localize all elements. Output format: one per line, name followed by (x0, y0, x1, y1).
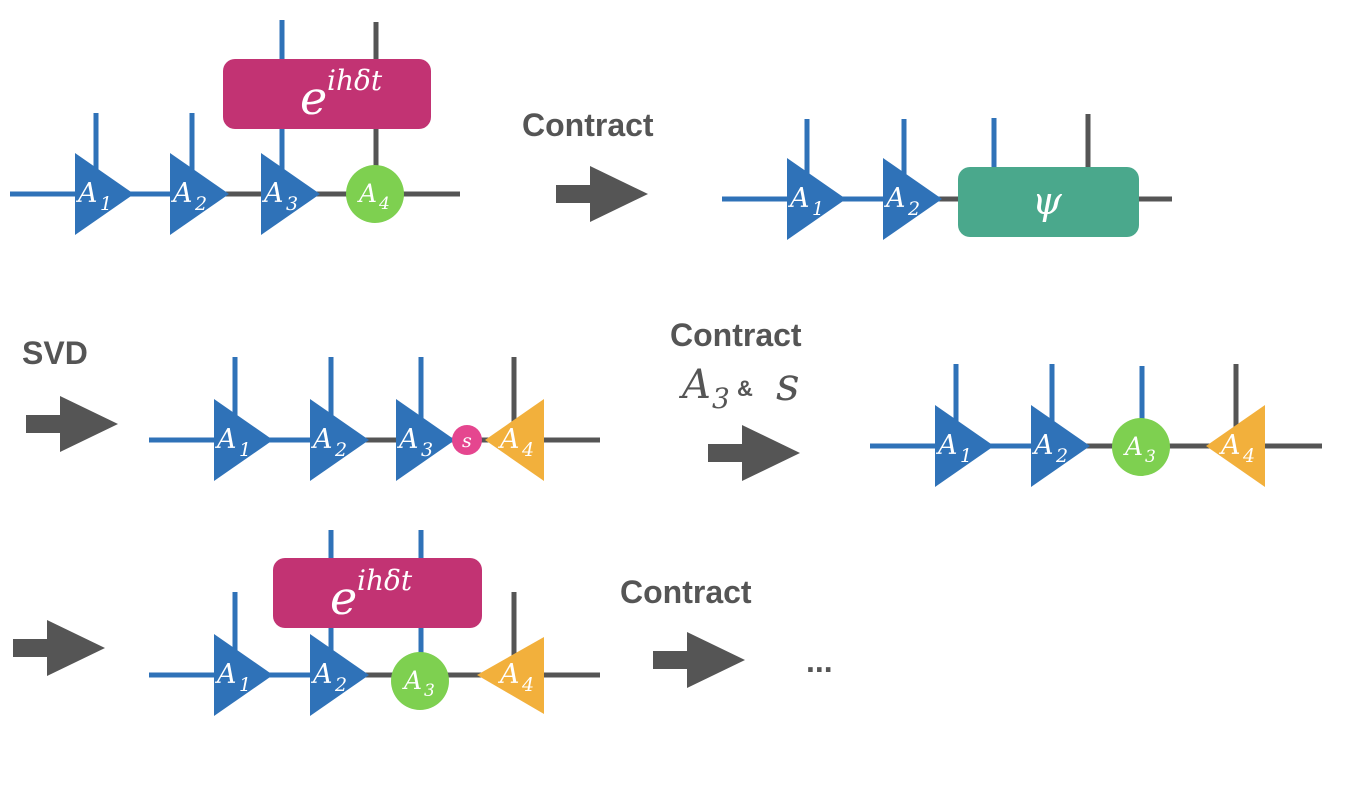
row3-operator-exp: ihδt (357, 564, 413, 597)
row2-singular-values-s (452, 425, 482, 455)
row2r-tensor-A1-sub: 1 (960, 445, 972, 467)
row1-tensor-A1-sub: 1 (100, 193, 112, 215)
row1-tensor-A3-triangle (261, 153, 320, 235)
row3-contract-label: Contract (620, 574, 752, 610)
row2-tensor-A2-triangle (310, 399, 369, 481)
row2r-tensor-A1-triangle (935, 405, 994, 487)
row3-tensor-A4-label: A (497, 659, 520, 690)
row1r-tensor-A2-triangle (883, 158, 942, 240)
row3-mps-with-operator: e ihδt A 1 A 2 A 3 A 4 (149, 530, 600, 716)
row2r-tensor-A4-sub: 4 (1242, 445, 1255, 467)
row2-mps-after-contract: A 1 A 2 A 3 A 4 (870, 364, 1322, 487)
row1r-psi-box (958, 167, 1139, 237)
row3-operator-base: e (330, 571, 357, 625)
row2-mps-after-svd: A 1 A 2 A 3 s A 4 (149, 357, 600, 481)
row2r-tensor-A3-sub: 3 (1145, 447, 1156, 467)
row1r-tensor-A1-sub: 1 (812, 198, 824, 220)
row3-tensor-A1-sub: 1 (239, 674, 251, 696)
row1r-tensor-A1-triangle (787, 158, 846, 240)
row1r-psi-label: ψ (1032, 179, 1063, 223)
row2-contract-label: Contract (670, 317, 802, 353)
row1-mps-with-psi: A 1 A 2 ψ (722, 114, 1172, 240)
row2-contract-amp: & (737, 376, 753, 401)
row3-arrow-icon-left (13, 620, 105, 676)
row2r-tensor-A3-circle (1112, 418, 1170, 476)
row3-tensor-A4-sub: 4 (521, 674, 534, 696)
row3-ellipsis: ... (806, 643, 833, 679)
row2r-tensor-A4-triangle (1206, 405, 1265, 487)
row2-tensor-A4-triangle (485, 399, 544, 481)
row1-operator-base: e (300, 71, 327, 125)
row2-contract-A-sub: 3 (712, 382, 730, 415)
row2-tensor-A4-label: A (497, 424, 520, 455)
row3-tensor-A4-triangle (477, 637, 544, 714)
row2-s-label: s (462, 430, 472, 452)
row1r-tensor-A1-label: A (787, 183, 810, 214)
row1r-tensor-A2-sub: 2 (907, 198, 920, 220)
row2-tensor-A1-sub: 1 (239, 439, 251, 461)
row3-tensor-A1-label: A (214, 659, 237, 690)
row1r-tensor-A2-label: A (883, 183, 906, 214)
row3-tensor-A1-triangle (214, 634, 273, 716)
row3-tensor-A2-triangle (310, 634, 369, 716)
row3-operator-box (273, 558, 482, 628)
row3-tensor-A3-label: A (402, 666, 422, 695)
row2-tensor-A3-sub: 3 (421, 439, 433, 461)
row2r-tensor-A2-sub: 2 (1055, 445, 1068, 467)
row1-mps-with-operator: e ihδt A 1 A 2 A 3 A 4 (10, 20, 460, 235)
row2-contract-s-label: s (776, 357, 800, 411)
row3-tensor-A3-sub: 3 (424, 681, 435, 701)
row2-tensor-A2-sub: 2 (334, 439, 347, 461)
row1-tensor-A2-sub: 2 (194, 193, 207, 215)
row3-tensor-A2-sub: 2 (334, 674, 347, 696)
row1-operator-box (223, 59, 431, 129)
row2r-tensor-A2-triangle (1031, 405, 1090, 487)
row2-arrow-icon-right (708, 425, 800, 481)
row1-contract-label: Contract (522, 107, 654, 143)
row2-tensor-A4-sub: 4 (521, 439, 534, 461)
row1-tensor-A3-label: A (261, 178, 284, 209)
row2r-tensor-A1-label: A (935, 430, 958, 461)
row2r-tensor-A3-label: A (1123, 432, 1143, 461)
row1-tensor-A4-label: A (357, 179, 377, 208)
row2r-tensor-A4-label: A (1218, 430, 1241, 461)
row1-arrow-icon (556, 166, 648, 222)
row1-tensor-A3-sub: 3 (286, 193, 298, 215)
row1-tensor-A2-triangle (170, 153, 229, 235)
row2r-tensor-A2-label: A (1031, 430, 1054, 461)
row3-arrow-icon-right (653, 632, 745, 688)
row2-tensor-A1-label: A (214, 424, 237, 455)
row3-tensor-A3-circle (391, 652, 449, 710)
row1-tensor-A2-label: A (170, 178, 193, 209)
row2-contract-A-label: A (678, 362, 711, 408)
row2-tensor-A2-label: A (310, 424, 333, 455)
row2-svd-label: SVD (22, 335, 88, 371)
row2-tensor-A3-label: A (396, 424, 419, 455)
row1-tensor-A4-sub: 4 (378, 194, 390, 214)
row1-operator-exp: ihδt (327, 64, 383, 97)
row2-tensor-A1-triangle (214, 399, 273, 481)
row1-tensor-A4-circle (346, 165, 404, 223)
row1-tensor-A1-triangle (75, 153, 134, 235)
row2-arrow-icon-left (26, 396, 118, 452)
row2-tensor-A3-triangle (396, 399, 455, 481)
row3-tensor-A2-label: A (310, 659, 333, 690)
row1-tensor-A1-label: A (75, 178, 98, 209)
